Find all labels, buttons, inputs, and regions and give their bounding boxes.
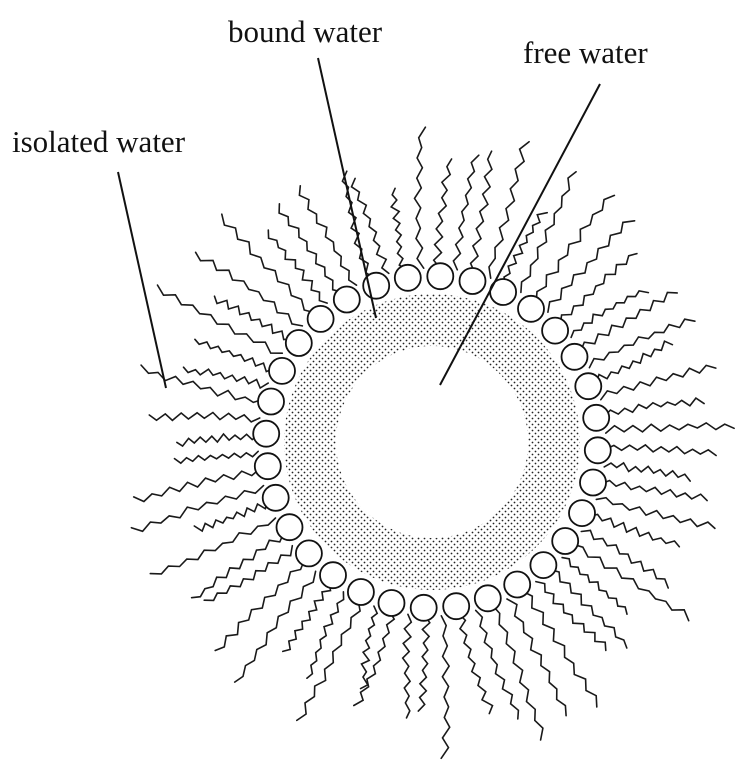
surfactant-head bbox=[530, 552, 556, 578]
surfactant-head bbox=[334, 287, 360, 313]
surfactant-tail bbox=[415, 127, 426, 268]
surfactant-head bbox=[585, 437, 611, 463]
surfactant-tail bbox=[441, 616, 450, 759]
surfactant-tail bbox=[177, 434, 258, 446]
surfactant-tail bbox=[192, 533, 284, 598]
bound-water-layer bbox=[284, 294, 580, 590]
surfactant-tail bbox=[596, 498, 715, 529]
surfactant-head bbox=[286, 330, 312, 356]
bound-water-label: bound water bbox=[228, 14, 383, 49]
isolated-water-label: isolated water bbox=[12, 124, 186, 159]
surfactant-head bbox=[504, 572, 530, 598]
surfactant-head bbox=[255, 453, 281, 479]
free-water-core bbox=[336, 346, 528, 538]
surfactant-head bbox=[443, 593, 469, 619]
surfactant-head bbox=[460, 268, 486, 294]
surfactant-tail bbox=[434, 159, 452, 268]
surfactant-head bbox=[569, 500, 595, 526]
surfactant-head bbox=[575, 373, 601, 399]
surfactant-tail bbox=[235, 571, 316, 682]
surfactant-head bbox=[258, 389, 284, 415]
surfactant-tail bbox=[604, 463, 690, 481]
surfactant-tail bbox=[215, 560, 304, 650]
surfactant-head bbox=[395, 265, 421, 291]
surfactant-head bbox=[580, 470, 606, 496]
surfactant-tail bbox=[560, 254, 637, 325]
surfactant-head bbox=[583, 405, 609, 431]
surfactant-tail bbox=[195, 339, 275, 371]
surfactant-tail bbox=[222, 214, 315, 313]
surfactant-head bbox=[263, 485, 289, 511]
surfactant-tail bbox=[604, 398, 704, 416]
surfactant-head bbox=[379, 590, 405, 616]
surfactant-head bbox=[411, 595, 437, 621]
surfactant-tail bbox=[134, 469, 260, 502]
free-water-label: free water bbox=[523, 35, 648, 70]
surfactant-head bbox=[518, 296, 544, 322]
surfactant-head bbox=[475, 585, 501, 611]
surfactant-tail bbox=[141, 365, 263, 402]
surfactant-head bbox=[348, 579, 374, 605]
surfactant-tail bbox=[131, 486, 263, 532]
surfactant-tail bbox=[352, 178, 389, 273]
surfactant-tail bbox=[606, 423, 734, 433]
surfactant-tail bbox=[522, 591, 597, 707]
surfactant-tail bbox=[283, 582, 331, 651]
surfactant-head bbox=[308, 306, 334, 332]
surfactant-tail bbox=[297, 600, 360, 721]
surfactant-head bbox=[277, 514, 303, 540]
surfactant-head bbox=[269, 358, 295, 384]
surfactant-head bbox=[253, 421, 279, 447]
surfactant-tail bbox=[204, 546, 292, 601]
surfactant-tail bbox=[418, 616, 430, 711]
surfactant-tail bbox=[562, 558, 627, 615]
surfactant-head bbox=[542, 318, 568, 344]
surfactant-tail bbox=[589, 319, 695, 368]
surfactant-tail bbox=[307, 592, 344, 678]
surfactant-tail bbox=[149, 413, 259, 422]
surfactant-tail bbox=[589, 514, 679, 546]
surfactant-head bbox=[562, 344, 588, 370]
surfactant-tail bbox=[606, 445, 716, 456]
surfactant-head bbox=[552, 528, 578, 554]
surfactant-head bbox=[427, 263, 453, 289]
surfactant-tail bbox=[361, 606, 378, 689]
surfactant-tail bbox=[476, 610, 519, 719]
surfactant-tail bbox=[548, 221, 635, 312]
surfactant-tail bbox=[507, 599, 566, 716]
surfactant-tail bbox=[403, 614, 412, 718]
surfactant-tail bbox=[215, 296, 292, 339]
surfactant-tail bbox=[601, 481, 707, 501]
bound-water-leader bbox=[318, 58, 376, 318]
surfactant-tail bbox=[536, 195, 614, 302]
surfactant-tail bbox=[489, 142, 529, 279]
surfactant-tail bbox=[391, 188, 407, 269]
surfactant-tail bbox=[601, 365, 716, 399]
surfactant-tail bbox=[581, 292, 678, 351]
isolated-water-leader bbox=[118, 172, 166, 388]
surfactant-tail bbox=[268, 230, 327, 303]
surfactant-tail bbox=[158, 285, 283, 353]
surfactant-head bbox=[296, 540, 322, 566]
surfactant-tail bbox=[453, 155, 478, 270]
surfactant-tail bbox=[596, 341, 673, 383]
surfactant-head bbox=[320, 562, 346, 588]
surfactant-tail bbox=[492, 605, 543, 740]
surfactant-tail bbox=[299, 186, 356, 285]
surfactant-tail bbox=[175, 451, 259, 463]
surfactant-tail bbox=[459, 614, 493, 714]
